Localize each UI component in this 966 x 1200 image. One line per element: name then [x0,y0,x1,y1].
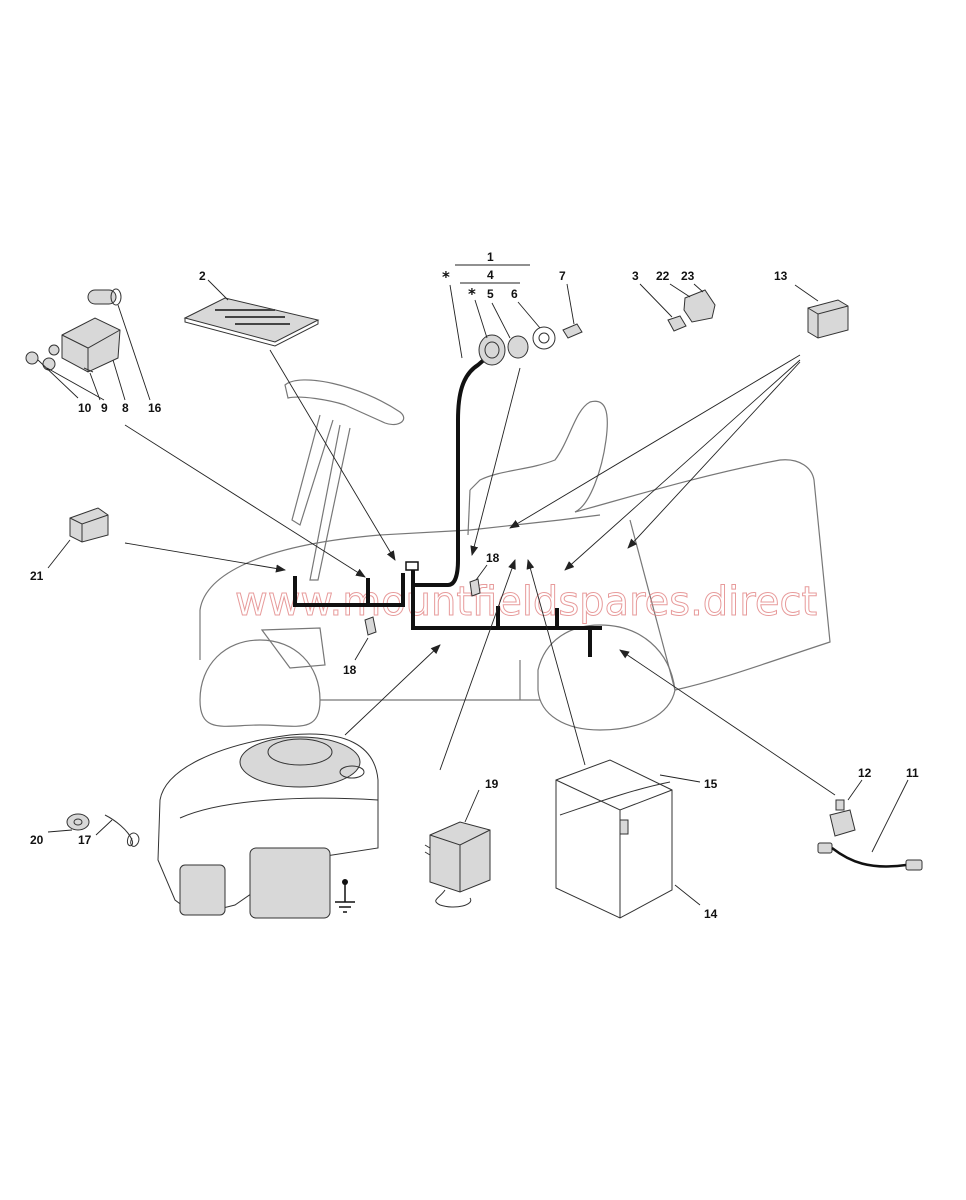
callout-18: 18 [343,663,357,677]
rocker-switch [807,299,849,339]
battery [555,759,673,919]
callout-16: 16 [148,401,162,415]
safety-switch [69,507,109,543]
callout-23: 23 [681,269,695,283]
relay-and-fuse [667,289,716,332]
wire-lead [817,842,923,871]
watermark-text: www.mountfieldspares.direct [235,579,817,625]
battery-charger [424,821,491,908]
callout-22: 22 [656,269,670,283]
callout-11: 11 [906,766,919,780]
callout-4: 4 [487,268,494,282]
cable-clip [469,578,481,597]
callout-5: 5 [487,287,494,301]
callout-20: 20 [30,833,44,847]
pointer-arrows [124,349,836,796]
ground-symbol-icon [335,879,355,913]
callout-labels: 1 4 * * 5 6 7 3 22 23 13 2 10 9 8 16 21 … [30,250,919,921]
callout-3: 3 [632,269,639,283]
cable-clip [364,616,377,636]
callout-2: 2 [199,269,206,283]
leader-lines [37,264,909,906]
callout-17: 17 [78,833,92,847]
callout-21: 21 [30,569,44,583]
callout-14: 14 [704,907,718,921]
callout-8: 8 [122,401,129,415]
asterisk-marker: * [468,285,476,303]
engine [157,733,379,919]
spring [104,814,140,847]
asterisk-marker: * [442,268,450,286]
circuit-board [183,297,320,347]
wiring-harness [293,355,602,657]
callout-19: 19 [485,777,499,791]
callout-6: 6 [511,287,518,301]
callout-9: 9 [101,401,108,415]
sensor-switch [829,799,856,837]
callout-13: 13 [774,269,788,283]
callout-10: 10 [78,401,92,415]
solenoid-assembly [25,288,122,373]
callout-12: 12 [858,766,872,780]
tractor-outline [199,379,831,731]
washer [66,813,90,831]
callout-18: 18 [486,551,500,565]
ignition-switch-assembly [478,323,583,366]
callout-1: 1 [487,250,494,264]
callout-7: 7 [559,269,566,283]
callout-15: 15 [704,777,718,791]
